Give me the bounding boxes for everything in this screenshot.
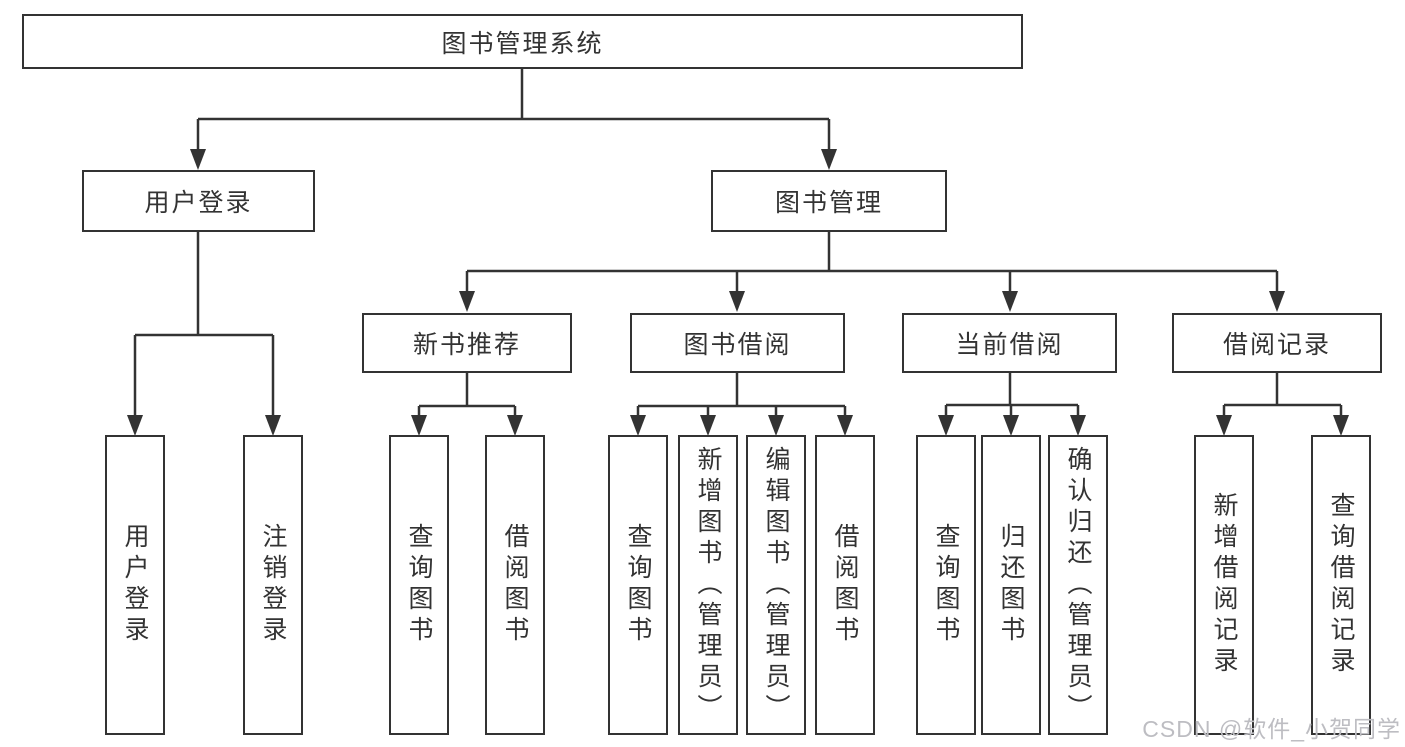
leaf-newbook-borrow-books: 借阅图书 xyxy=(485,435,545,735)
node-current-borrowing: 当前借阅 xyxy=(902,313,1117,373)
arrowhead xyxy=(821,149,837,170)
node-new-book-recommend: 新书推荐 xyxy=(362,313,572,373)
leaf-borrow-query-books: 查询图书 xyxy=(608,435,668,735)
arrowhead xyxy=(265,415,281,436)
leaf-current-confirm-return-admin: 确认归还（管理员） xyxy=(1048,435,1108,735)
arrowhead xyxy=(768,415,784,436)
arrowhead xyxy=(630,415,646,436)
leaf-current-return-books: 归还图书 xyxy=(981,435,1041,735)
leaf-user-login: 用户登录 xyxy=(105,435,165,735)
leaf-borrow-add-books-admin: 新增图书（管理员） xyxy=(678,435,738,735)
leaf-records-add-record: 新增借阅记录 xyxy=(1194,435,1254,735)
arrowhead xyxy=(190,149,206,170)
leaf-records-query-record: 查询借阅记录 xyxy=(1311,435,1371,735)
node-book-management: 图书管理 xyxy=(711,170,947,232)
node-book-borrowing: 图书借阅 xyxy=(630,313,845,373)
arrowhead xyxy=(1070,415,1086,436)
leaf-logout-login: 注销登录 xyxy=(243,435,303,735)
arrowhead xyxy=(411,415,427,436)
arrowhead xyxy=(1269,291,1285,312)
leaf-current-query-books: 查询图书 xyxy=(916,435,976,735)
leaf-borrow-edit-books-admin: 编辑图书（管理员） xyxy=(746,435,806,735)
arrowhead xyxy=(729,291,745,312)
node-borrowing-records: 借阅记录 xyxy=(1172,313,1382,373)
arrowhead xyxy=(938,415,954,436)
watermark: CSDN @软件_小贺同学 xyxy=(1142,716,1401,742)
node-user-login: 用户登录 xyxy=(82,170,315,232)
arrowhead xyxy=(1003,415,1019,436)
arrowhead xyxy=(1333,415,1349,436)
arrowhead xyxy=(1002,291,1018,312)
leaf-newbook-query-books: 查询图书 xyxy=(389,435,449,735)
leaf-borrow-borrow-books: 借阅图书 xyxy=(815,435,875,735)
arrowhead xyxy=(1216,415,1232,436)
node-library-system: 图书管理系统 xyxy=(22,14,1023,69)
arrowhead xyxy=(837,415,853,436)
arrowhead xyxy=(507,415,523,436)
arrowhead xyxy=(459,291,475,312)
arrowhead xyxy=(700,415,716,436)
arrowhead xyxy=(127,415,143,436)
